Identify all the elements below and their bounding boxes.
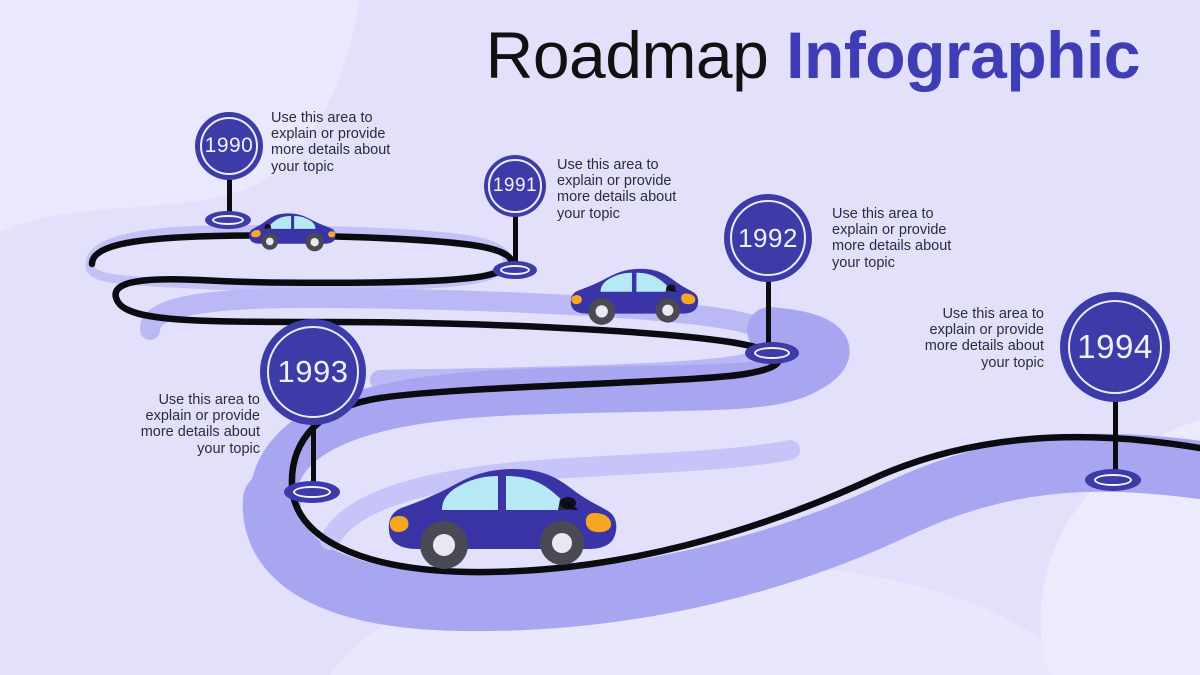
milestone-description-1994: Use this area to explain or provide more…: [924, 306, 1044, 371]
map-pin-base: [1085, 469, 1141, 491]
milestone-year-label: 1994: [1077, 328, 1153, 365]
map-pin-icon[interactable]: 1994: [1060, 292, 1170, 402]
map-pin-icon[interactable]: 1991: [484, 155, 546, 217]
map-pin-icon[interactable]: 1990: [195, 112, 263, 180]
milestone-year-label: 1990: [204, 134, 254, 157]
map-pin-icon[interactable]: 1992: [724, 194, 812, 282]
car-icon: [567, 261, 701, 326]
car-icon: [247, 208, 338, 252]
map-pin-pole: [1112, 398, 1118, 482]
map-pin-base: [205, 211, 251, 229]
page-title: Roadmap Infographic: [0, 22, 1141, 88]
title-accent: Infographic: [786, 18, 1140, 92]
map-pin-pole: [512, 213, 518, 272]
milestone-description-1992: Use this area to explain or provide more…: [832, 206, 952, 271]
milestone-year-label: 1993: [277, 354, 349, 389]
milestone-year-label: 1992: [738, 222, 798, 253]
road-band-main-upper: [249, 307, 850, 523]
map-pin-pole: [226, 176, 232, 222]
car-icon: [382, 455, 622, 571]
map-pin-base: [493, 261, 537, 279]
milestone-description-1991: Use this area to explain or provide more…: [557, 157, 677, 222]
route-line: [88, 232, 1200, 576]
map-pin-base: [284, 481, 340, 503]
title-plain: Roadmap: [485, 18, 769, 92]
blob-top-left: [0, 0, 360, 232]
map-pin-pole: [310, 421, 316, 494]
milestone-description-1990: Use this area to explain or provide more…: [271, 110, 391, 175]
milestone-year-label: 1991: [492, 175, 538, 196]
road-band-highlight: [320, 440, 800, 550]
map-pin-icon[interactable]: 1993: [260, 319, 366, 425]
map-pin-base: [745, 342, 799, 364]
milestone-description-1993: Use this area to explain or provide more…: [140, 392, 260, 457]
road-band-main-lower: [242, 433, 1200, 632]
map-pin-pole: [765, 278, 771, 355]
